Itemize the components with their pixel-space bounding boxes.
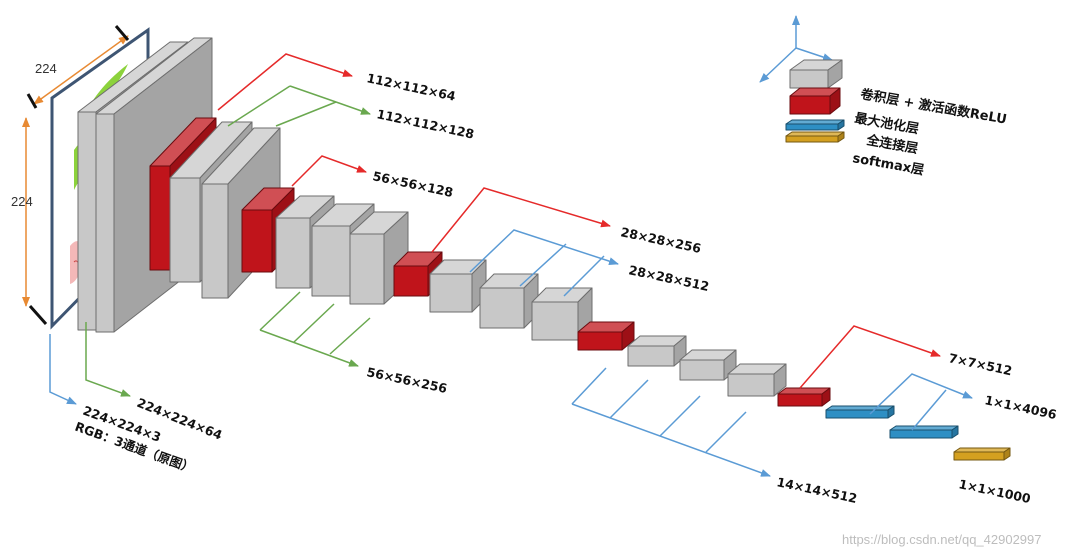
connector-7x512 — [800, 326, 940, 388]
softmax-block — [954, 448, 1010, 460]
pool-block-4 — [578, 322, 634, 350]
label-28x28x512: 28×28×512 — [627, 262, 710, 294]
label-56x56x128: 56×56×128 — [371, 168, 454, 200]
label-56x56x256: 56×56×256 — [365, 364, 448, 396]
legend: 卷积层 + 激活函数ReLU 最大池化层 全连接层 softmax层 — [760, 16, 1008, 178]
input-size-top-label: 224 — [35, 61, 57, 76]
fc-block-2 — [890, 426, 958, 438]
legend-swatch-softmax — [786, 132, 844, 142]
label-112x112x64: 112×112×64 — [365, 70, 457, 104]
label-7x7x512: 7×7×512 — [947, 350, 1013, 378]
label-1x1x4096: 1×1×4096 — [983, 392, 1058, 422]
conv-block-14-1 — [628, 336, 686, 366]
fc-block-1 — [826, 406, 894, 418]
legend-maxpool: 最大池化层 — [853, 110, 920, 137]
connector-56x128 — [292, 156, 366, 186]
connector-56x256 — [260, 330, 358, 366]
label-14x14x512: 14×14×512 — [775, 474, 858, 506]
legend-swatch-conv — [790, 60, 842, 88]
label-28x28x256: 28×28×256 — [619, 224, 702, 256]
connector-112x128 — [290, 86, 370, 114]
connector-14x512 — [572, 404, 770, 476]
legend-swatch-fc — [786, 120, 844, 130]
connector-input — [50, 334, 76, 404]
conv-block-28-2 — [480, 274, 538, 328]
connector-224x64 — [86, 322, 130, 396]
connector-112x64 — [218, 54, 352, 110]
label-112x112x128: 112×112×128 — [375, 106, 475, 141]
legend-swatch-pool — [790, 88, 840, 114]
pool-block-5 — [778, 388, 830, 406]
connector-28x256 — [432, 188, 610, 252]
conv-block-14-3 — [728, 364, 786, 396]
conv-block-28-1 — [430, 260, 486, 312]
label-1x1x1000: 1×1×1000 — [957, 476, 1032, 506]
input-size-side-label: 224 — [11, 194, 33, 209]
connector-28x512 — [470, 230, 618, 272]
watermark: https://blog.csdn.net/qq_42902997 — [842, 532, 1042, 547]
